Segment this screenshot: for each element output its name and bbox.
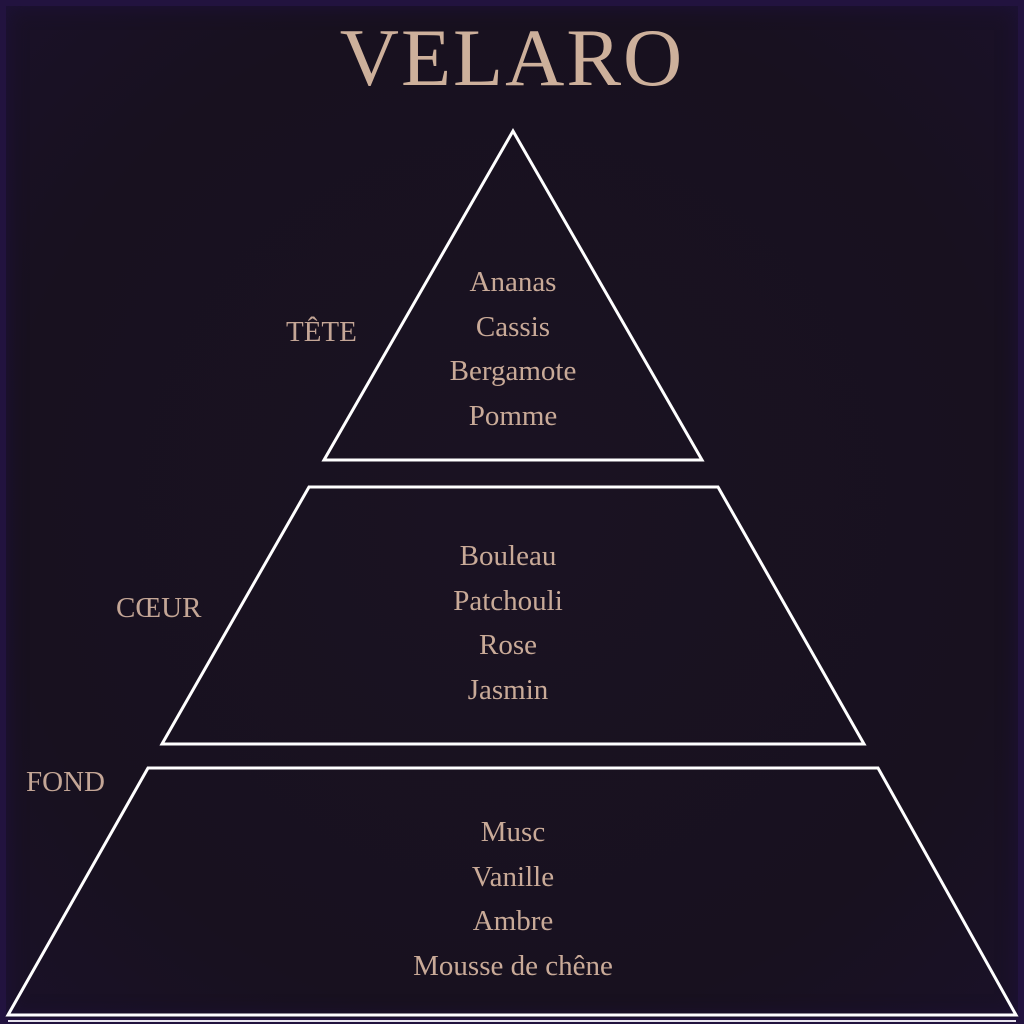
note-item: Cassis bbox=[475, 310, 551, 343]
note-item: Jasmin bbox=[467, 673, 549, 706]
heart-tier-trapezoid bbox=[159, 485, 867, 746]
tier-label-base: FOND bbox=[26, 766, 105, 798]
note-item: Musc bbox=[480, 816, 546, 848]
tier-label-top: TÊTE bbox=[286, 316, 357, 348]
note-item: Bergamote bbox=[449, 355, 577, 387]
brand-title: VELARO bbox=[339, 12, 685, 103]
heart-notes-list: Bouleau Patchouli Rose Jasmin bbox=[408, 534, 608, 712]
note-item: Vanille bbox=[471, 860, 555, 893]
top-notes-list: Ananas Cassis Bergamote Pomme bbox=[413, 260, 613, 438]
note-item: Pomme bbox=[468, 399, 558, 432]
note-item: Ananas bbox=[469, 266, 557, 298]
note-item: Bouleau bbox=[459, 540, 557, 572]
note-item: Rose bbox=[479, 629, 537, 661]
tier-label-heart: CŒUR bbox=[116, 592, 202, 624]
note-item: Patchouli bbox=[453, 584, 563, 617]
base-tier-trapezoid bbox=[5, 766, 1019, 1017]
note-item: Ambre bbox=[472, 905, 554, 937]
base-notes-list: Musc Vanille Ambre Mousse de chêne bbox=[363, 810, 663, 988]
note-item: Mousse de chêne bbox=[413, 949, 613, 982]
top-tier-triangle bbox=[321, 127, 705, 462]
